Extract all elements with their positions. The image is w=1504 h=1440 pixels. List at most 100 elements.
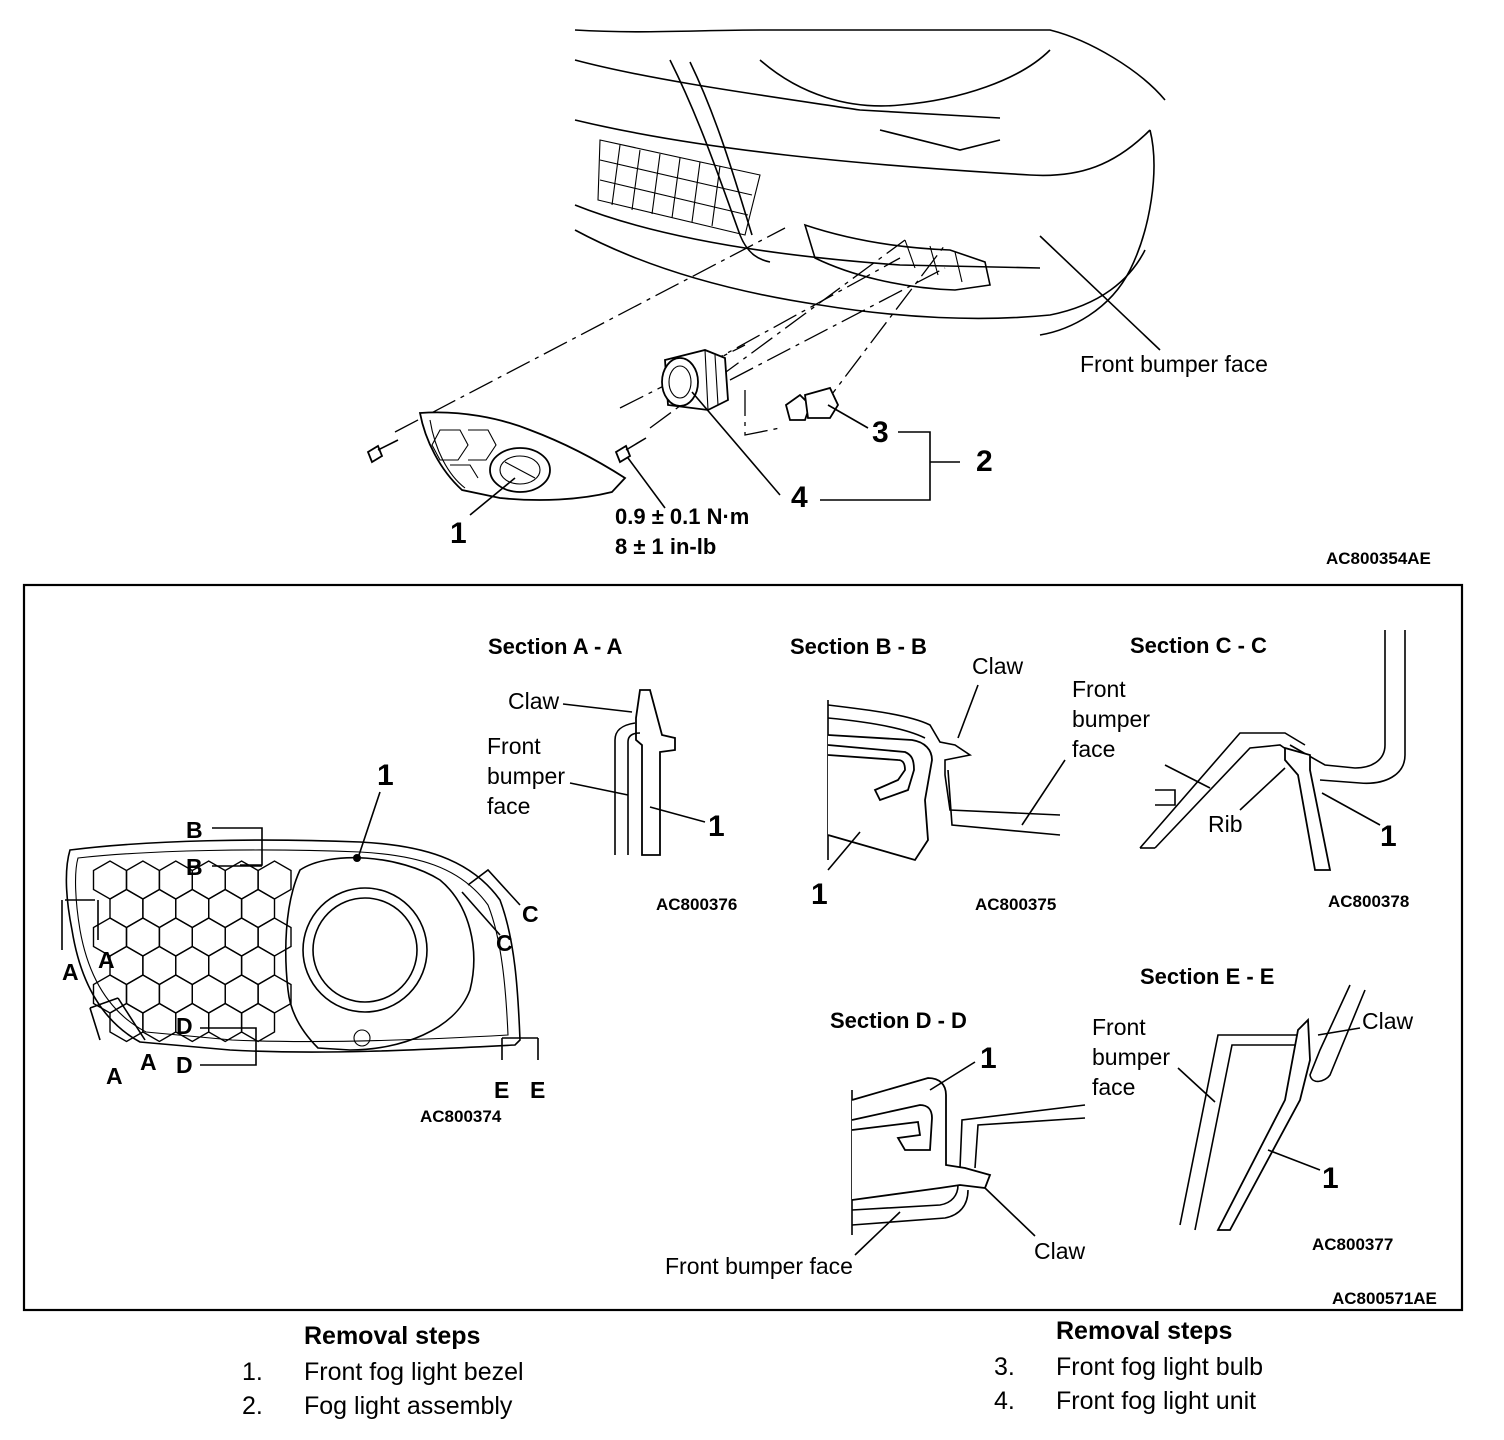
screw-right bbox=[614, 437, 647, 464]
section-a-face-2: bumper bbox=[487, 763, 565, 789]
figure-code-top: AC800354AE bbox=[1326, 549, 1431, 568]
section-a-drawing bbox=[562, 689, 706, 856]
figure-code-panel: AC800571AE bbox=[1332, 1289, 1437, 1308]
section-b-face-3: face bbox=[1072, 736, 1115, 762]
removal-step-1: 1. Front fog light bezel bbox=[242, 1355, 524, 1389]
section-b-code: AC800375 bbox=[975, 895, 1056, 914]
callout-3-top: 3 bbox=[872, 416, 889, 449]
removal-step-3-num: 3. bbox=[994, 1352, 1015, 1381]
cut-letter-a-2: A bbox=[98, 947, 115, 973]
callout-2-top: 2 bbox=[976, 445, 993, 478]
front-bumper-face-label: Front bumper face bbox=[1080, 351, 1268, 377]
section-d-claw: Claw bbox=[1034, 1238, 1086, 1264]
honeycomb-cell-26 bbox=[224, 974, 259, 1014]
section-d-title: Section D - D bbox=[830, 1008, 967, 1033]
section-b-drawing bbox=[827, 684, 1066, 871]
section-a-code: AC800376 bbox=[656, 895, 737, 914]
section-a-face-1: Front bbox=[487, 733, 541, 759]
overview-callout-leader bbox=[357, 791, 381, 859]
section-e-code: AC800377 bbox=[1312, 1235, 1393, 1254]
section-e-claw: Claw bbox=[1362, 1008, 1414, 1034]
removal-steps-right-heading: Removal steps bbox=[1056, 1317, 1233, 1345]
section-b-face-1: Front bbox=[1072, 676, 1126, 702]
fog-light-unit bbox=[661, 349, 729, 411]
overview-figure-code: AC800374 bbox=[420, 1107, 502, 1126]
honeycomb-cell-31 bbox=[207, 1002, 243, 1043]
cut-letter-e-1: E bbox=[494, 1077, 509, 1103]
section-b-claw: Claw bbox=[972, 653, 1024, 679]
front-bumper-drawing bbox=[574, 29, 1166, 336]
cut-letter-c-2: C bbox=[496, 930, 513, 956]
honeycomb-cell-14 bbox=[191, 917, 226, 957]
cut-letter-a-4: A bbox=[140, 1049, 157, 1075]
section-b-face-2: bumper bbox=[1072, 706, 1150, 732]
section-a-callout: 1 bbox=[708, 810, 725, 843]
section-a-title: Section A - A bbox=[488, 634, 623, 659]
cut-letter-d-1: D bbox=[176, 1013, 193, 1039]
torque-nm: 0.9 ± 0.1 N·m bbox=[615, 504, 749, 529]
section-e-title: Section E - E bbox=[1140, 964, 1274, 989]
section-e-callout: 1 bbox=[1322, 1162, 1339, 1195]
callout-1-top: 1 bbox=[450, 517, 467, 550]
honeycomb-cell-10 bbox=[240, 888, 276, 929]
overview-cut-markers bbox=[61, 827, 539, 1066]
section-a-face-3: face bbox=[487, 793, 530, 819]
honeycomb-cell-32 bbox=[240, 1002, 276, 1043]
section-b-callout: 1 bbox=[811, 878, 828, 911]
section-e-drawing bbox=[1177, 984, 1366, 1231]
section-e-face-2: bumper bbox=[1092, 1044, 1170, 1070]
honeycomb-cell-1 bbox=[125, 860, 161, 900]
section-c-code: AC800378 bbox=[1328, 892, 1409, 911]
removal-step-3: 3. Front fog light bulb bbox=[994, 1350, 1263, 1384]
section-c-rib: Rib bbox=[1208, 811, 1243, 837]
section-a-claw: Claw bbox=[508, 688, 560, 714]
bezel-overview bbox=[65, 839, 521, 1053]
section-e-face-3: face bbox=[1092, 1074, 1135, 1100]
torque-inlb: 8 ± 1 in-lb bbox=[615, 534, 716, 559]
honeycomb-cell-22 bbox=[92, 974, 128, 1014]
removal-step-4-num: 4. bbox=[994, 1386, 1015, 1415]
cut-letter-e-2: E bbox=[530, 1077, 545, 1103]
removal-steps-right: Removal steps 3. Front fog light bulb 4.… bbox=[994, 1317, 1263, 1418]
removal-step-1-num: 1. bbox=[242, 1357, 263, 1386]
fog-light-bezel bbox=[418, 411, 627, 501]
detail-panel-border bbox=[22, 583, 1464, 1312]
removal-step-2: 2. Fog light assembly bbox=[242, 1389, 524, 1423]
honeycomb-cell-23 bbox=[125, 974, 161, 1014]
honeycomb-cell-15 bbox=[224, 917, 259, 957]
removal-step-1-text: Front fog light bezel bbox=[304, 1357, 524, 1386]
honeycomb-cell-7 bbox=[142, 888, 177, 929]
honeycomb-cell-13 bbox=[158, 917, 194, 957]
removal-step-2-num: 2. bbox=[242, 1391, 263, 1420]
honeycomb-cell-18 bbox=[142, 945, 177, 986]
honeycomb-cell-6 bbox=[109, 888, 144, 929]
honeycomb-cell-19 bbox=[175, 945, 210, 986]
section-c-callout: 1 bbox=[1380, 820, 1397, 853]
section-c-drawing bbox=[1139, 630, 1406, 871]
honeycomb-cell-24 bbox=[158, 974, 194, 1014]
cut-letter-d-2: D bbox=[176, 1052, 193, 1078]
honeycomb-cell-17 bbox=[109, 945, 144, 986]
honeycomb-cell-29 bbox=[142, 1002, 177, 1043]
section-e-face-1: Front bbox=[1092, 1014, 1146, 1040]
section-d-face: Front bumper face bbox=[665, 1253, 853, 1279]
removal-step-3-text: Front fog light bulb bbox=[1056, 1352, 1264, 1381]
cut-letter-a-1: A bbox=[62, 959, 79, 985]
section-c-title: Section C - C bbox=[1130, 633, 1267, 658]
top-callout-leaders bbox=[469, 235, 1161, 516]
fog-light-bulb bbox=[784, 386, 840, 421]
honeycomb-cell-20 bbox=[207, 945, 243, 986]
section-d-callout: 1 bbox=[980, 1042, 997, 1075]
bezel-honeycomb bbox=[92, 860, 292, 1043]
honeycomb-cell-0 bbox=[92, 860, 128, 900]
removal-step-4: 4. Front fog light unit bbox=[994, 1384, 1263, 1418]
callout-4-top: 4 bbox=[791, 481, 808, 514]
overview-callout-1: 1 bbox=[377, 759, 394, 792]
section-d-drawing bbox=[851, 1061, 1086, 1256]
screw-left bbox=[366, 439, 399, 464]
removal-steps-left-heading: Removal steps bbox=[304, 1322, 481, 1350]
honeycomb-cell-25 bbox=[191, 974, 226, 1014]
cut-letter-a-3: A bbox=[106, 1063, 123, 1089]
honeycomb-cell-9 bbox=[207, 888, 243, 929]
